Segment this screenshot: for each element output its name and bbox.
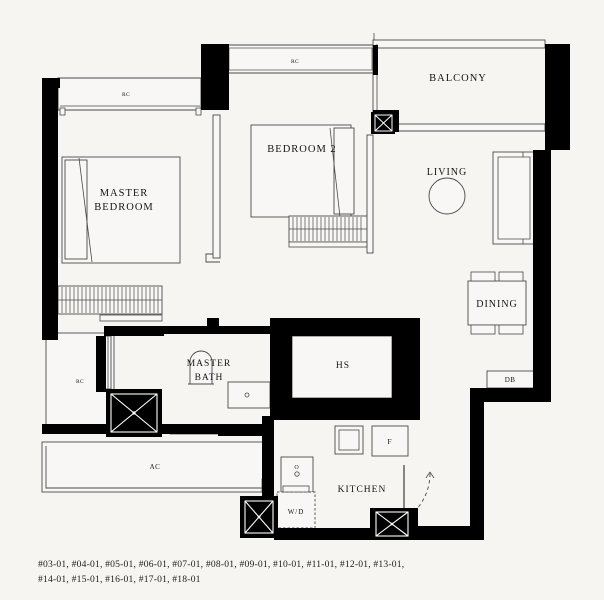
label-washer-dryer: W/D	[288, 508, 305, 516]
label-rc-ledge-bedroom2: RC	[291, 59, 299, 65]
label-master-bedroom-line2: BEDROOM	[94, 202, 154, 213]
label-bedroom-2: BEDROOM 2	[267, 144, 336, 155]
label-master-bath-line2: BATH	[195, 373, 224, 383]
legend-line-2: #14-01, #15-01, #16-01, #17-01, #18-01	[38, 573, 201, 585]
label-rc-ledge-bath: RC	[76, 379, 84, 385]
thin-linework	[41, 33, 546, 529]
label-dining: DINING	[476, 299, 518, 310]
unit-number-legend: #03-01, #04-01, #05-01, #06-01, #07-01, …	[38, 558, 458, 588]
legend-line-1: #03-01, #04-01, #05-01, #06-01, #07-01, …	[38, 559, 405, 570]
label-balcony: BALCONY	[429, 73, 487, 84]
label-fridge: F	[387, 437, 392, 446]
label-ac-ledge: AC	[150, 463, 161, 471]
label-living: LIVING	[427, 167, 467, 178]
label-kitchen: KITCHEN	[338, 485, 387, 495]
label-db-panel: DB	[505, 376, 516, 384]
label-master-bath-line1: MASTER	[187, 359, 232, 369]
structural-walls	[42, 44, 570, 540]
label-rc-ledge-master: RC	[122, 92, 130, 98]
label-master-bedroom-line1: MASTER	[100, 188, 149, 199]
label-household-shelter: HS	[336, 361, 350, 371]
room-labels: MASTER BEDROOM BEDROOM 2 BALCONY LIVING …	[76, 59, 518, 516]
label-oven: O	[294, 465, 299, 471]
